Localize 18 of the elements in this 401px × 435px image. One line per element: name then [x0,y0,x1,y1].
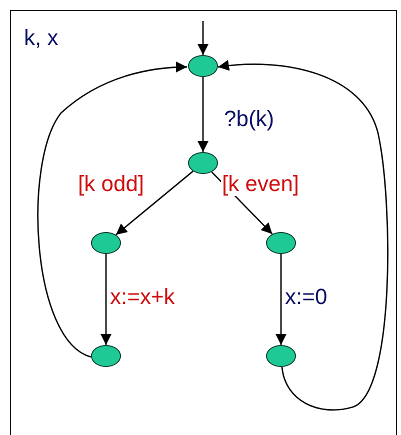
state-circle [188,152,218,174]
variable-list: k, x [24,25,58,51]
transition-arrow [100,254,112,345]
transition-arrow [37,62,188,358]
transition-arrow [198,77,208,152]
diagram-frame [10,10,397,435]
state-circle [266,345,296,367]
transition-arrow [116,170,194,236]
edge-label: [k even] [221,172,300,196]
state-circle [91,345,121,367]
state-circle [266,232,296,254]
transition-arrow [218,60,388,410]
edge-label: [k odd] [77,172,146,196]
state-circle [188,55,218,77]
state-circle [91,232,121,254]
transition-arrow [198,21,208,55]
edge-label: ?b(k) [223,107,276,132]
transition-arrow [276,254,286,345]
